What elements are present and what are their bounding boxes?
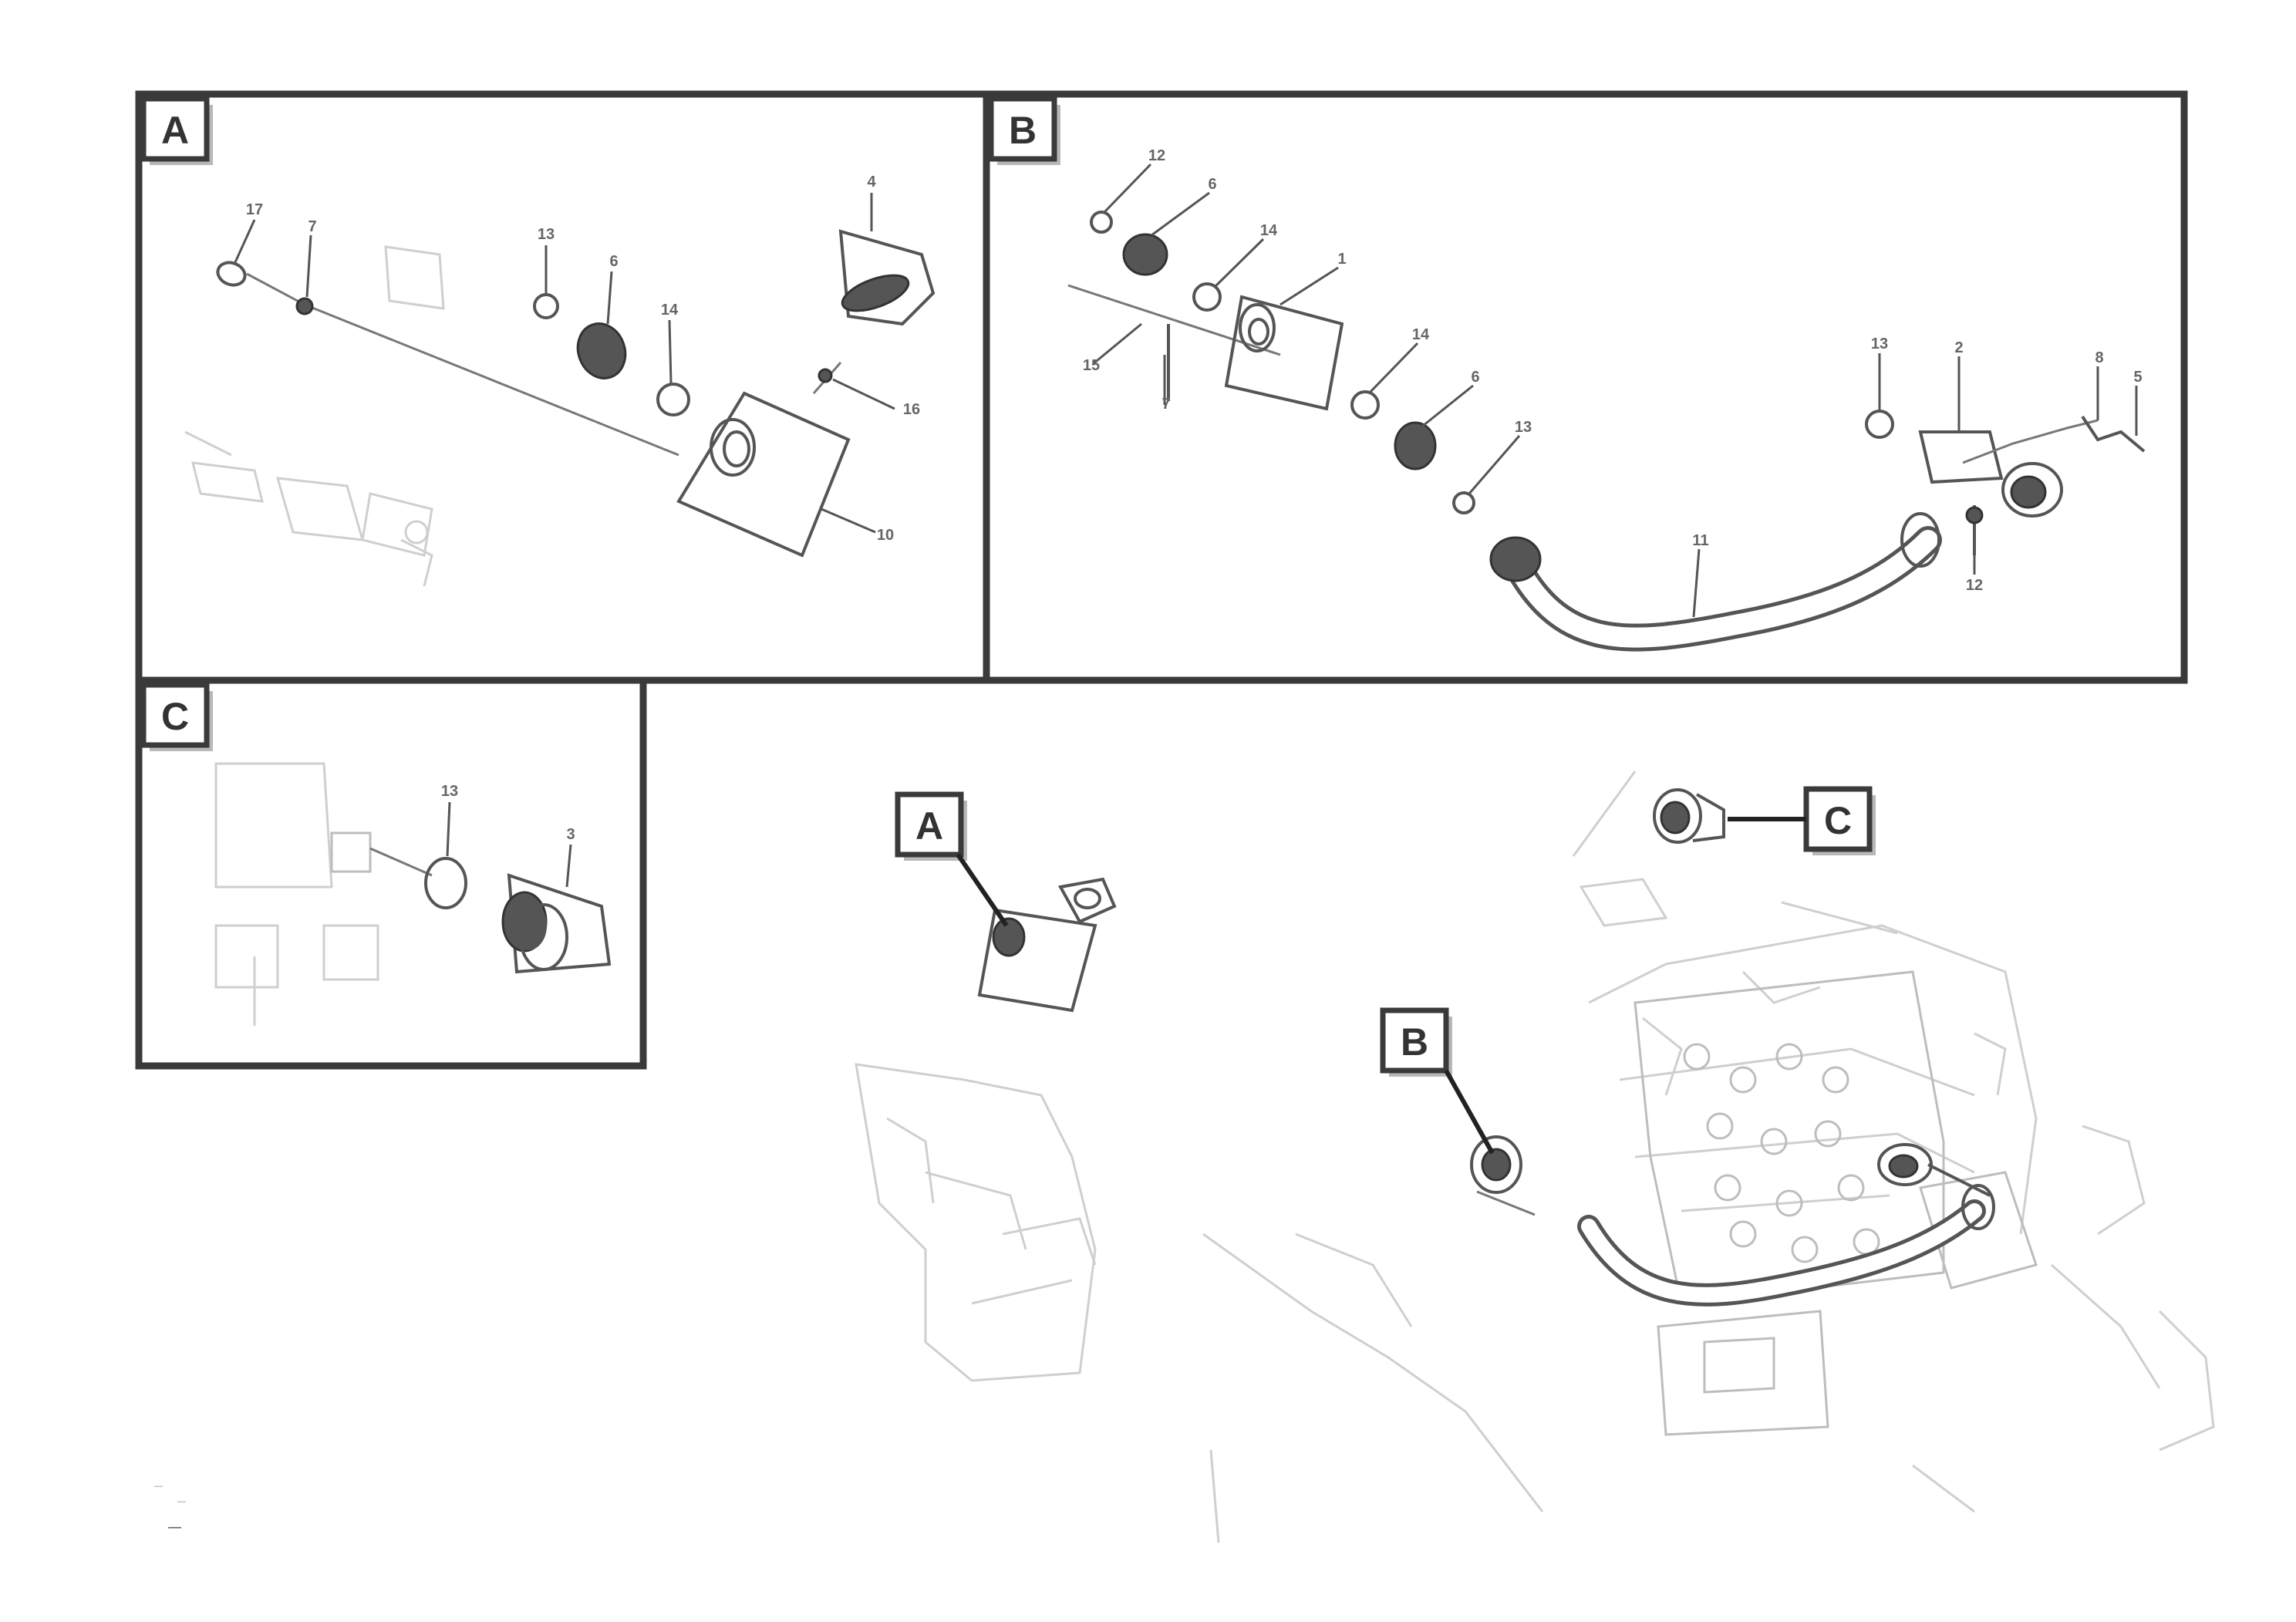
detail-view-b: B [983,90,2188,684]
callout: 5 [2133,369,2142,386]
overview-item-b-assembly [1470,1135,1536,1216]
view-b-parts [1067,211,2146,582]
callout: 6 [1208,176,1216,193]
view-c-leaders [446,801,572,888]
callout: 17 [246,201,263,218]
location-tag-a[interactable]: A [895,791,1009,927]
drawing-id: — [168,1519,181,1534]
callout: 11 [1692,532,1708,549]
view-c-tag-label: C [161,695,189,738]
callout: 3 [566,826,575,843]
view-a-callouts: 17 7 13 6 14 4 16 10 [246,174,920,544]
callout: 13 [441,783,458,800]
callout: 13 [1515,419,1532,436]
callout: 8 [2095,349,2103,366]
overview-hose [1577,1143,1995,1307]
location-tag-b[interactable]: B [1380,1007,1495,1155]
callout: 14 [661,302,679,319]
view-b-callouts: 12 6 14 1 15 7 14 6 13 11 13 2 8 5 12 [1083,147,2143,594]
callout: 15 [1083,357,1100,374]
callout: 13 [1871,336,1888,352]
location-tag-a-label: A [915,804,943,848]
callout: 14 [1412,326,1430,343]
location-tag-c-label: C [1824,799,1852,842]
callout: 14 [1260,222,1278,239]
location-tag-c[interactable]: C [1728,786,1876,855]
view-a-tag-label: A [161,109,189,152]
machine-engine-block [1633,970,2038,1436]
callout: 12 [1148,147,1165,164]
view-c-tag[interactable] [140,682,210,748]
view-a-parts [216,229,936,558]
view-c-frame [135,676,647,1070]
view-a-tag[interactable] [140,96,210,162]
location-tag-b-label: B [1401,1020,1428,1064]
view-b-frame [983,90,2188,684]
drawing-info-line2: — [177,1497,186,1506]
view-b-hose [1498,526,1942,652]
view-c-parts [369,847,612,974]
detail-view-c: C 13 3 [135,676,647,1070]
callout: 12 [1966,577,1983,594]
callout: 10 [877,527,894,544]
drawing-info: — — — [154,1482,186,1534]
callout: 6 [609,253,618,270]
view-a-leaders [234,193,895,534]
detail-view-a: A [135,90,990,684]
callout: 7 [1161,396,1170,413]
view-a-frame [135,90,990,684]
view-b-leaders [1092,163,2138,618]
callout: 1 [1337,251,1346,268]
callout: 4 [867,174,876,191]
view-c-callouts: 13 3 [441,783,575,843]
callout: 6 [1471,369,1479,386]
overview-item-a-assembly [977,877,1117,1013]
callout: 2 [1954,339,1963,356]
view-c-background-sketch [214,762,379,1026]
view-a-background-sketch [184,245,445,587]
view-b-tag-label: B [1009,109,1037,152]
callout: 16 [903,401,920,418]
drawing-info-line1: — [154,1482,163,1491]
view-b-tag[interactable] [988,96,1057,162]
overview-item-c-assembly [1653,788,1725,844]
machine-overview-sketch: A B C [855,771,2215,1543]
callout: 7 [308,218,316,235]
callout: 13 [538,226,555,243]
